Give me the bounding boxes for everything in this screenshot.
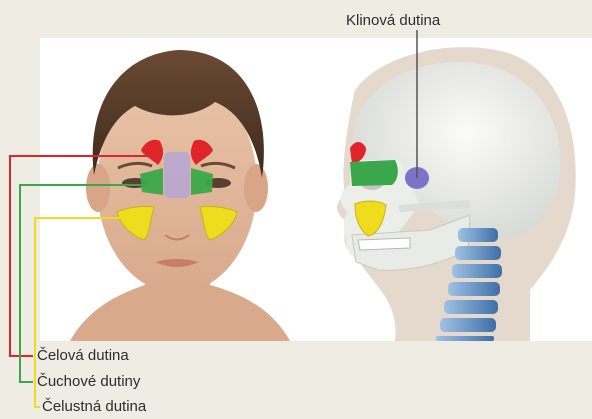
ethmoid-sinus-side xyxy=(350,160,398,186)
frontal-sinus-label: Čelová dutina xyxy=(37,347,129,364)
left-ear xyxy=(86,164,110,212)
sphenoid-sinus-label: Klinová dutina xyxy=(346,12,440,29)
ethmoid-sinus-label: Čuchové dutiny xyxy=(37,373,140,390)
nasal-cavity xyxy=(164,152,190,198)
teeth xyxy=(358,238,410,250)
maxillary-sinus-label: Čelustná dutina xyxy=(42,398,146,415)
right-ear xyxy=(244,164,268,212)
